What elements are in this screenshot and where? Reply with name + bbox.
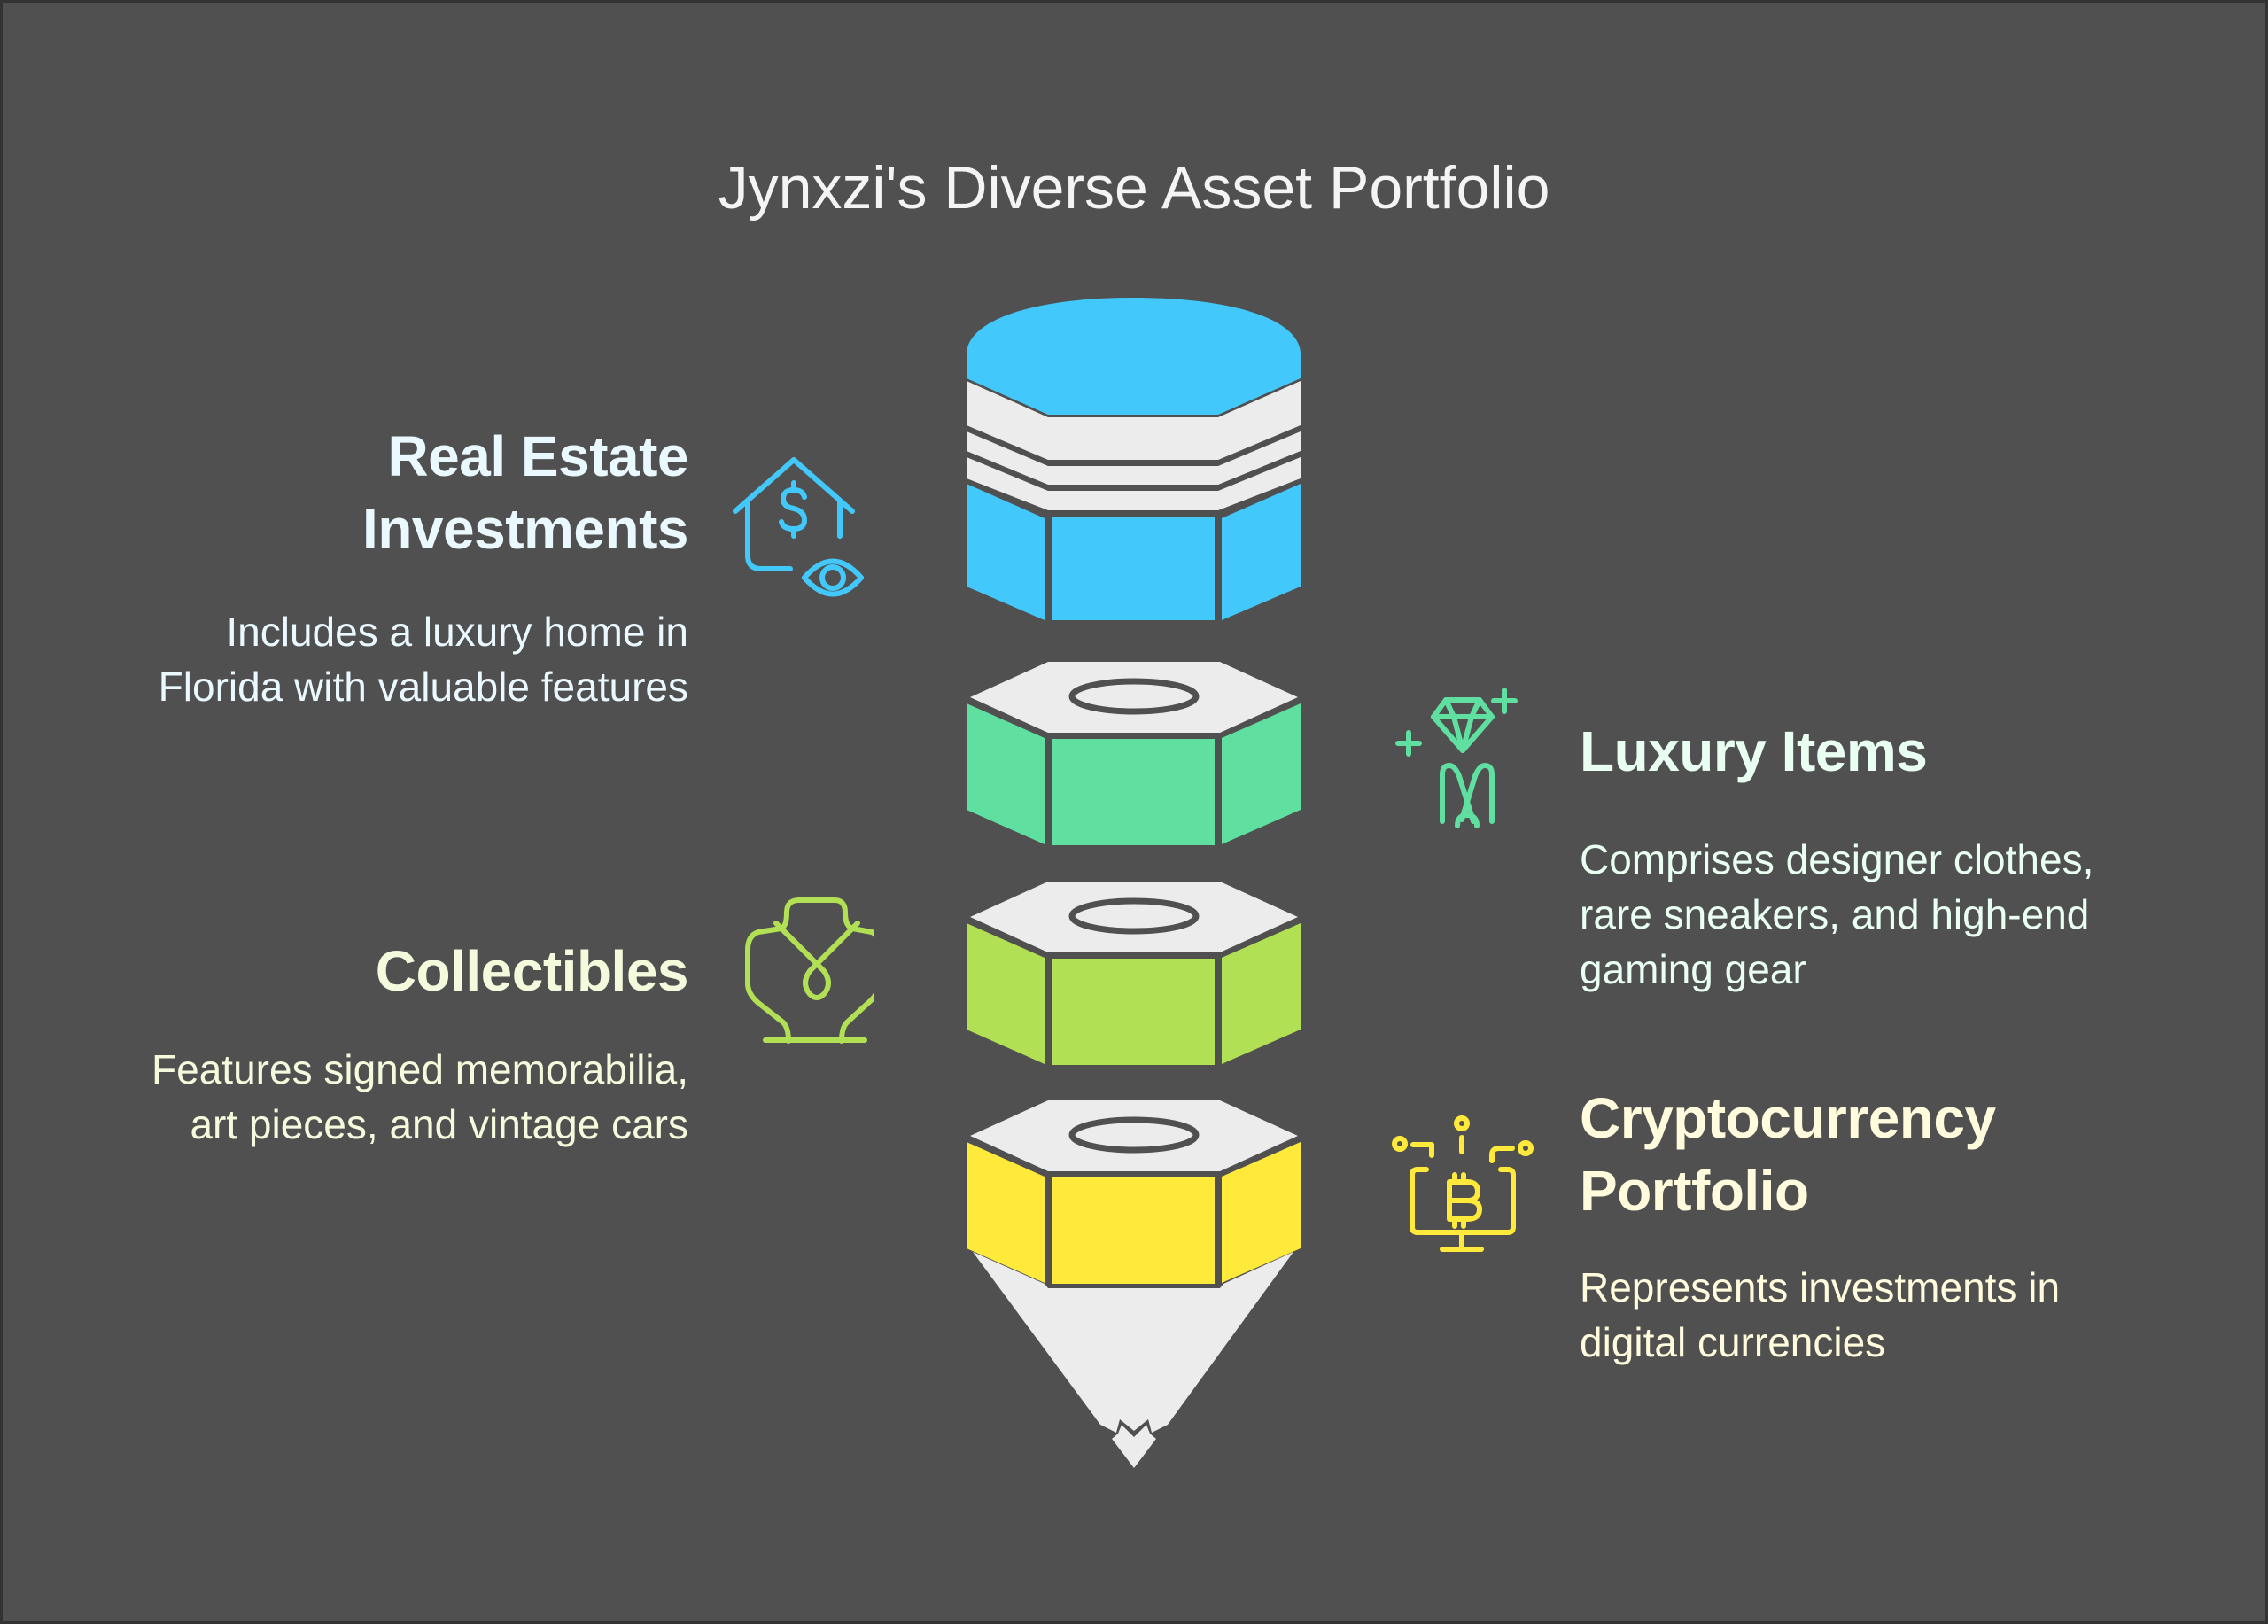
description-line: Comprises designer clothes,	[1580, 836, 2094, 882]
description-line: Includes a luxury home in	[226, 609, 688, 655]
description-line: Represents investments in	[1580, 1264, 2061, 1310]
heading-line: Portfolio	[1580, 1159, 1809, 1223]
description-line: gaming gear	[1580, 946, 1806, 992]
description-line: rare sneakers, and high-end	[1580, 891, 2090, 937]
description-line: Features signed memorabilia,	[151, 1046, 688, 1092]
description-line: digital currencies	[1580, 1319, 1886, 1365]
page-title: Jynxzi's Diverse Asset Portfolio	[718, 154, 1550, 221]
luxury-items-heading: Luxury Items	[1580, 715, 1928, 788]
heading-line: Luxury Items	[1580, 719, 1928, 783]
house-dollar-eye-icon	[733, 457, 864, 597]
cryptocurrency-description: Represents investments in digital curren…	[1580, 1260, 2060, 1370]
heading-line: Real Estate	[387, 424, 688, 488]
collectibles-heading: Collectibles	[375, 935, 689, 1007]
luxury-segment	[967, 662, 1301, 845]
real-estate-description: Includes a luxury home in Florida with v…	[159, 604, 688, 714]
heading-line: Collectibles	[375, 939, 689, 1003]
diamond-suit-icon	[1395, 688, 1518, 828]
collectibles-description: Features signed memorabilia, art pieces,…	[151, 1042, 688, 1152]
crypto-segment	[967, 1100, 1301, 1284]
heading-line: Investments	[362, 497, 688, 561]
luxury-items-description: Comprises designer clothes, rare sneaker…	[1580, 832, 2093, 997]
description-line: art pieces, and vintage cars	[190, 1101, 688, 1147]
necklace-bust-icon	[745, 897, 874, 1044]
bitcoin-monitor-icon	[1392, 1115, 1534, 1252]
pencil-tip	[973, 1252, 1293, 1468]
collectibles-segment	[967, 882, 1301, 1065]
description-line: Florida with valuable features	[158, 664, 688, 710]
cryptocurrency-heading: Cryptocurrency Portfolio	[1580, 1082, 1996, 1227]
heading-line: Cryptocurrency	[1580, 1086, 1996, 1150]
real-estate-heading: Real Estate Investments	[362, 420, 688, 565]
real-estate-segment	[967, 298, 1301, 620]
